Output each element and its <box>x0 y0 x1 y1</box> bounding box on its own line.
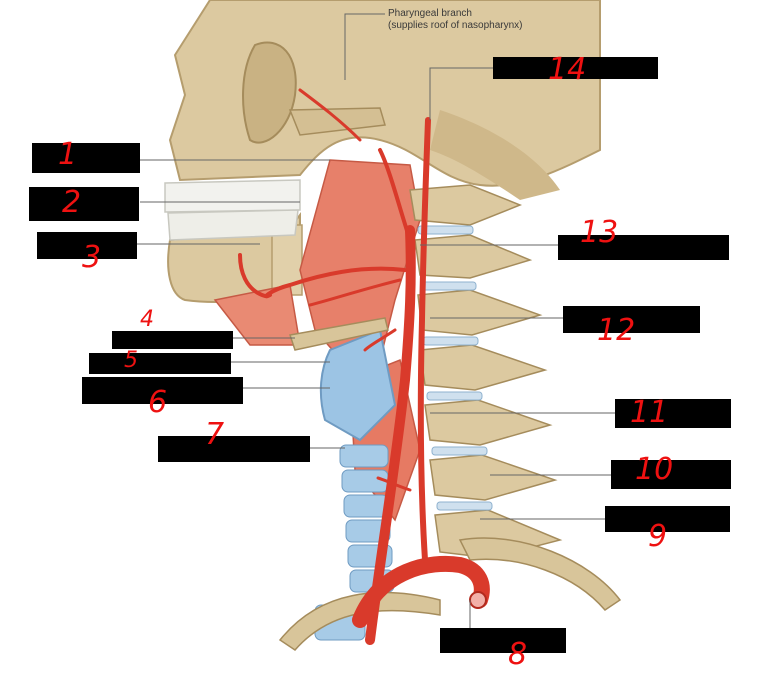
label-number-12: 12 <box>597 313 636 348</box>
label-number-9: 9 <box>648 519 668 554</box>
label-box-14 <box>493 57 658 79</box>
subclavian-cut-end <box>469 591 487 609</box>
subclavian-artery <box>352 555 490 628</box>
intervertebral-discs <box>417 225 493 511</box>
label-box-5 <box>89 353 231 374</box>
label-box-7 <box>158 436 310 462</box>
occipital-bone <box>430 110 560 200</box>
label-number-7: 7 <box>205 417 225 452</box>
label-number-5: 5 <box>124 348 138 373</box>
label-number-2: 2 <box>62 185 82 220</box>
inferior-thyroid <box>376 476 412 492</box>
vertebral-artery <box>417 117 431 563</box>
label-box-1 <box>32 143 140 173</box>
label-number-1: 1 <box>58 137 78 172</box>
leader-lines <box>137 13 615 630</box>
label-box-9 <box>605 506 730 532</box>
label-box-12 <box>563 306 700 333</box>
maxillary-branch <box>298 88 362 142</box>
label-box-2 <box>29 187 139 221</box>
label-box-13 <box>558 235 729 260</box>
label-number-6: 6 <box>148 385 168 420</box>
label-number-10: 10 <box>635 452 674 487</box>
pharyngeal-branch-caption: Pharyngeal branch (supplies roof of naso… <box>388 8 523 32</box>
superior-thyroid <box>363 328 397 352</box>
small-branch <box>238 253 267 298</box>
label-box-11 <box>615 399 731 428</box>
thyroid-cartilage <box>319 328 397 442</box>
label-box-10 <box>611 460 731 489</box>
orbit <box>242 41 297 144</box>
label-box-3 <box>37 232 137 259</box>
label-number-8: 8 <box>508 637 528 672</box>
upper-teeth <box>164 179 301 213</box>
caption-line-2: (supplies roof of nasopharynx) <box>388 20 523 31</box>
caption-line-1: Pharyngeal branch <box>388 8 472 19</box>
label-number-3: 3 <box>82 240 102 275</box>
lingual-artery <box>308 278 402 307</box>
lower-teeth <box>167 209 299 241</box>
ascending-pharyngeal <box>378 148 412 242</box>
label-box-6 <box>82 377 243 404</box>
common-carotid-artery <box>365 225 416 645</box>
clavicle <box>278 591 441 651</box>
hyoid-bone <box>289 317 389 351</box>
cervical-vertebrae <box>409 184 563 559</box>
first-rib <box>458 537 622 611</box>
label-number-4: 4 <box>140 307 154 332</box>
label-number-11: 11 <box>630 395 669 430</box>
label-number-14: 14 <box>548 52 587 87</box>
label-number-13: 13 <box>580 215 619 250</box>
arteries <box>238 88 490 645</box>
label-box-4 <box>112 331 233 349</box>
label-box-8 <box>440 628 566 653</box>
